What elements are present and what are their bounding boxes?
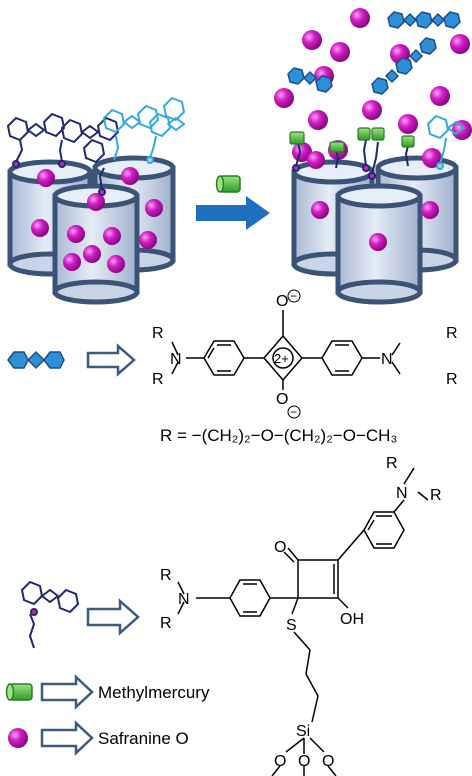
probe-n-left: N <box>178 591 190 608</box>
probe-o-keto: O <box>274 539 286 556</box>
safranine-beads-loaded <box>31 167 163 273</box>
reaction-arrow <box>196 196 270 230</box>
probe-o2: O <box>298 753 310 770</box>
squaraine-charge-top: − <box>290 289 297 303</box>
squaraine-n-left: N <box>170 351 182 368</box>
outline-arrow-squaraine <box>86 343 136 377</box>
probe-labels: R N R O R N R OH S Si O O O <box>160 455 442 770</box>
methylmercury-trigger <box>196 175 270 230</box>
probe-n-top: N <box>396 485 408 502</box>
squaraine-r-right-top: R <box>446 325 458 342</box>
outline-arrow-safranine <box>40 720 94 756</box>
dye-2 <box>287 67 333 93</box>
probe-s: S <box>286 617 297 634</box>
probe-o3: O <box>322 753 334 770</box>
safranine-legend-icon <box>8 728 28 748</box>
squaraine-r-bottom: R <box>152 371 164 388</box>
squaraine-labels: R N R O − 2+ O − R N R R = −(CH₂)₂−O−(CH… <box>152 289 458 445</box>
methylmercury-icon <box>215 175 241 193</box>
probe-o1: O <box>274 753 286 770</box>
methylmercury-label: Methylmercury <box>98 683 210 702</box>
squaraine-n-right: N <box>381 351 393 368</box>
capped-material-left <box>6 96 186 305</box>
squaraine-o-top: O <box>276 293 288 310</box>
probe-structure <box>177 467 429 776</box>
probe-legend-icon <box>20 580 80 649</box>
methylmercury-legend-icon <box>5 683 33 701</box>
squaraine-dyes-released <box>287 11 461 95</box>
squaraine-charge-center: 2+ <box>274 351 289 366</box>
uncapped-material-right <box>274 8 472 305</box>
probe-si: Si <box>296 723 310 740</box>
squaraine-charge-bottom: − <box>290 405 297 419</box>
squaraine-o-bottom: O <box>276 391 288 408</box>
squaraine-r-right-bottom: R <box>446 371 458 388</box>
squaraine-r-definition: R = −(CH₂)₂−O−(CH₂)₂−O−CH₃ <box>160 426 397 445</box>
probe-r-left-bottom: R <box>160 615 172 632</box>
probe-oh: OH <box>340 611 364 628</box>
dye-3 <box>371 37 437 95</box>
outline-arrow-probe <box>86 598 140 636</box>
probe-r-left-top: R <box>160 567 172 584</box>
legend-methylmercury: Methylmercury <box>5 674 210 710</box>
dye-1 <box>387 11 461 29</box>
squaraine-structure <box>171 310 401 390</box>
probe-mercury-adducts <box>289 114 466 180</box>
outline-arrow-methylmercury <box>40 674 94 710</box>
probe-r-top-b: R <box>430 487 442 504</box>
probe-r-top-a: R <box>386 455 398 472</box>
probe-caps-left <box>6 96 186 196</box>
safranine-label: Safranine O <box>98 729 189 748</box>
squaraine-r-top: R <box>152 325 164 342</box>
legend-safranine: Safranine O <box>8 720 189 756</box>
squaraine-legend-icon <box>7 350 65 370</box>
safranine-beads-remaining <box>311 201 439 251</box>
